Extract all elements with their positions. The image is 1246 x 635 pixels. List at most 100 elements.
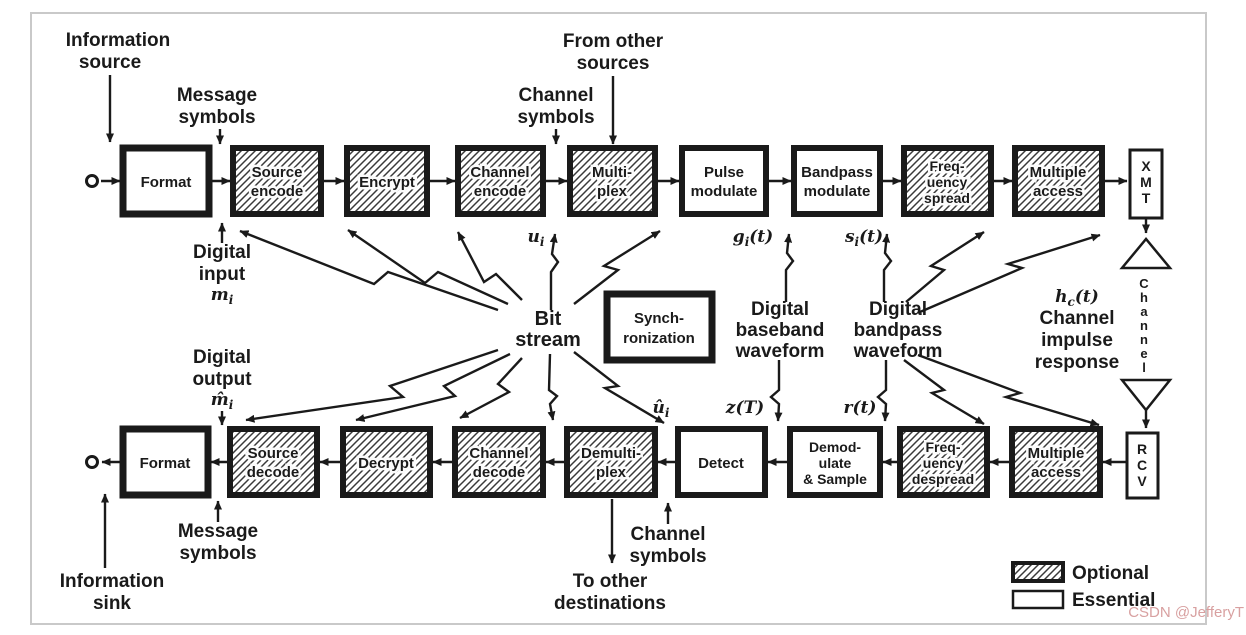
transmit-antenna-icon <box>1119 237 1173 270</box>
channel-vertical-label: C h a n n e l <box>1139 276 1149 375</box>
information-sink-label: Information sink <box>60 493 165 614</box>
signal-gi-label: gi(t) <box>733 227 773 249</box>
message-symbols-bottom-label: Message symbols <box>178 500 258 564</box>
block-rcv: R C V <box>1125 431 1160 500</box>
svg-text:Source: Source <box>248 445 299 462</box>
top-row-blocks: Format Source encode Encrypt Channel enc… <box>119 144 1164 220</box>
svg-text:Information: Information <box>60 571 165 592</box>
svg-text:Digital: Digital <box>751 299 809 320</box>
svg-text:e: e <box>1140 346 1147 361</box>
signal-arrows: ui gi(t) si(t) ûi z(T) r(t) <box>528 227 893 422</box>
block-format-rx: Format <box>119 425 212 499</box>
signal-mi-label: mi <box>211 285 234 307</box>
svg-text:Digital: Digital <box>869 299 927 320</box>
svg-text:baseband: baseband <box>736 320 825 341</box>
block-source-encode: Source encode <box>230 145 324 217</box>
svg-text:Multiple: Multiple <box>1028 445 1085 462</box>
svg-text:Channel: Channel <box>1040 308 1115 329</box>
bottom-row-blocks: Format Source decode Decrypt Channel dec… <box>119 425 1160 500</box>
svg-text:Pulse: Pulse <box>704 164 744 181</box>
svg-text:decode: decode <box>473 464 526 481</box>
svg-text:decode: decode <box>247 464 300 481</box>
svg-text:Information: Information <box>66 30 171 51</box>
block-frequency-spread: Freq- uency spread <box>901 145 994 217</box>
channel-symbols-bottom-label: Channel symbols <box>629 502 707 567</box>
svg-text:ulate: ulate <box>819 455 852 471</box>
block-source-decode: Source decode <box>227 426 320 498</box>
svg-text:spread: spread <box>924 190 970 206</box>
svg-text:Source: Source <box>252 164 303 181</box>
digital-baseband-waveform-label: Digital baseband waveform <box>735 299 825 362</box>
svg-text:Freq-: Freq- <box>930 158 965 174</box>
to-other-destinations-label: To other destinations <box>554 499 666 614</box>
from-other-sources-label: From other sources <box>563 31 664 145</box>
svg-text:Bandpass: Bandpass <box>801 164 873 181</box>
sync-block: Synch- ronization <box>603 290 716 364</box>
svg-text:Format: Format <box>141 174 192 191</box>
channel-path: C h a n n e l <box>1119 218 1173 429</box>
block-bandpass-modulate: Bandpass modulate <box>791 145 883 217</box>
svg-text:impulse: impulse <box>1041 330 1113 351</box>
legend-essential-label: Essential <box>1072 590 1155 611</box>
block-channel-encode: Channel encode <box>455 145 546 217</box>
block-format-tx: Format <box>119 144 213 218</box>
channel-impulse-response-label: hc(t) Channel impulse response <box>1035 287 1119 373</box>
signal-z-label: z(T) <box>725 398 764 418</box>
z-arrow <box>769 360 783 422</box>
top-row-connectors <box>85 174 1128 188</box>
svg-text:access: access <box>1033 183 1083 200</box>
svg-text:Message: Message <box>177 85 257 106</box>
bit-stream-rays <box>239 229 665 425</box>
svg-text:Decrypt: Decrypt <box>358 455 414 472</box>
svg-text:Multiple: Multiple <box>1030 164 1087 181</box>
watermark: CSDN @JefferyT <box>1128 604 1244 621</box>
signal-ui-hat-label: ûi <box>653 398 670 420</box>
svg-text:modulate: modulate <box>804 183 871 200</box>
svg-text:l: l <box>1142 360 1146 375</box>
svg-text:ronization: ronization <box>623 330 695 347</box>
svg-text:To other: To other <box>573 571 648 592</box>
svg-text:h: h <box>1140 290 1148 305</box>
svg-text:sink: sink <box>93 593 131 614</box>
bit-stream-label: Bit stream <box>515 308 581 351</box>
svg-text:output: output <box>192 369 252 390</box>
output-terminal <box>85 455 99 469</box>
message-symbols-top-label: Message symbols <box>177 85 257 145</box>
figure-border <box>30 12 1207 625</box>
svg-text:bandpass: bandpass <box>854 320 943 341</box>
svg-text:Channel: Channel <box>469 445 528 462</box>
block-detect: Detect <box>675 426 768 498</box>
digital-input-label: Digital input mi <box>193 222 251 307</box>
svg-text:uency: uency <box>927 174 968 190</box>
svg-text:symbols: symbols <box>179 543 256 564</box>
svg-text:Channel: Channel <box>519 85 594 106</box>
svg-text:stream: stream <box>515 329 581 351</box>
svg-text:From other: From other <box>563 31 664 52</box>
svg-text:R: R <box>1137 441 1147 457</box>
svg-text:symbols: symbols <box>629 546 706 567</box>
svg-text:encode: encode <box>251 183 304 200</box>
signal-r-label: r(t) <box>844 398 877 418</box>
peripheral-labels: Information source Message symbols From … <box>60 30 707 614</box>
svg-text:response: response <box>1035 352 1119 373</box>
svg-text:C: C <box>1139 276 1149 291</box>
block-demodulate-sample: Demod- ulate & Sample <box>787 426 883 498</box>
digital-bandpass-waveform-label: Digital bandpass waveform <box>853 299 943 362</box>
bottom-row-connectors <box>85 455 1127 469</box>
svg-text:plex: plex <box>597 183 628 200</box>
legend-optional-swatch <box>1011 561 1065 583</box>
svg-text:n: n <box>1140 332 1148 347</box>
legend: Optional Essential <box>1011 561 1155 611</box>
block-multiplex: Multi- plex <box>567 145 658 217</box>
block-frequency-despread: Freq- uency despread <box>897 426 990 498</box>
svg-text:n: n <box>1140 318 1148 333</box>
svg-text:T: T <box>1142 190 1151 206</box>
svg-text:access: access <box>1031 464 1081 481</box>
block-multiple-access-tx: Multiple access <box>1012 145 1105 217</box>
gi-arrow <box>784 233 795 302</box>
legend-optional-label: Optional <box>1072 563 1149 584</box>
svg-text:Demulti-: Demulti- <box>581 445 641 462</box>
svg-text:input: input <box>199 264 246 285</box>
svg-text:uency: uency <box>923 455 964 471</box>
bandpass-waveform-rays <box>903 230 1101 427</box>
